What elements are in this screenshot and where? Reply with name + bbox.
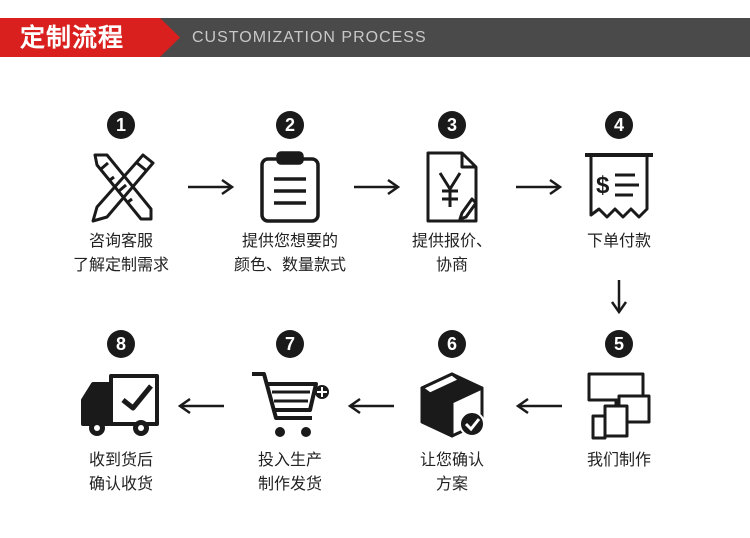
arrow-left-icon xyxy=(347,397,394,415)
step-number: 8 xyxy=(107,330,135,358)
step-number: 3 xyxy=(438,111,466,139)
step-label-line2: 颜色、数量款式 xyxy=(233,255,346,274)
step-label-line1: 提供您想要的 xyxy=(241,231,338,250)
step-label-line2: 制作发货 xyxy=(257,474,322,493)
step-5: 5 我们制作 xyxy=(539,330,699,472)
step-8: 8 收到货后 确认收货 xyxy=(41,330,201,496)
step-3: 3 提供报价、 协商 xyxy=(372,111,532,277)
arrow-down-icon xyxy=(610,280,628,314)
header-banner: 定制流程 CUSTOMIZATION PROCESS xyxy=(0,18,750,57)
step-label-line2: 了解定制需求 xyxy=(72,255,169,274)
step-number: 7 xyxy=(276,330,304,358)
step-6: 6 让您确认 方案 xyxy=(372,330,532,496)
arrow-right-icon xyxy=(354,178,401,196)
step-label-line1: 下单付款 xyxy=(586,231,651,250)
step-number: 4 xyxy=(605,111,633,139)
yen-document-icon xyxy=(412,151,492,223)
box-check-icon xyxy=(412,370,492,442)
step-label-line1: 提供报价、 xyxy=(411,231,492,250)
step-label-line1: 让您确认 xyxy=(419,450,484,469)
page-subtitle: CUSTOMIZATION PROCESS xyxy=(192,29,427,46)
step-4: 4 $ 下单付款 xyxy=(539,111,699,253)
clipboard-icon xyxy=(250,151,330,223)
delivery-truck-icon xyxy=(81,370,161,442)
step-number: 2 xyxy=(276,111,304,139)
page-title: 定制流程 xyxy=(20,23,125,52)
step-number: 6 xyxy=(438,330,466,358)
receipt-icon: $ xyxy=(579,151,659,223)
step-label-line2: 协商 xyxy=(435,255,468,274)
devices-icon xyxy=(579,370,659,442)
svg-text:$: $ xyxy=(596,172,610,199)
step-label-line1: 我们制作 xyxy=(586,450,651,469)
step-label-line1: 收到货后 xyxy=(88,450,153,469)
arrow-left-icon xyxy=(515,397,562,415)
shopping-cart-icon xyxy=(250,370,330,442)
arrow-right-icon xyxy=(516,178,563,196)
arrow-left-icon xyxy=(177,397,224,415)
arrow-right-icon xyxy=(188,178,235,196)
step-2: 2 提供您想要的 颜色、数量款式 xyxy=(210,111,370,277)
step-label-line1: 咨询客服 xyxy=(88,231,153,250)
ruler-pencil-icon xyxy=(81,151,161,223)
step-number: 5 xyxy=(605,330,633,358)
step-number: 1 xyxy=(107,111,135,139)
step-1: 1 咨询客服 了解定制需求 xyxy=(41,111,201,277)
step-7: 7 投入生产 制作发货 xyxy=(210,330,370,496)
header-accent xyxy=(0,18,180,57)
step-label-line1: 投入生产 xyxy=(257,450,322,469)
step-label-line2: 方案 xyxy=(435,474,468,493)
step-label-line2: 确认收货 xyxy=(88,474,153,493)
